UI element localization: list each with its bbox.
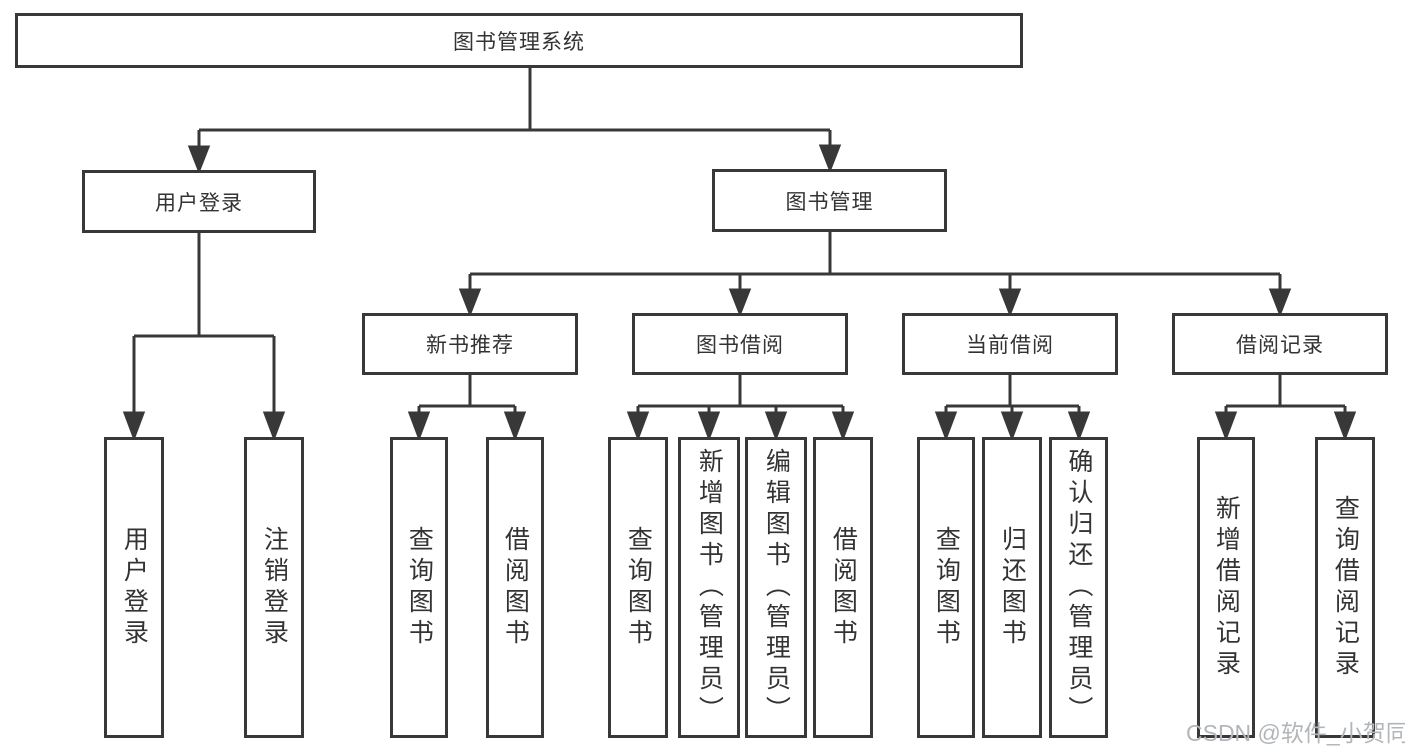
arrow-down-icon bbox=[1214, 411, 1238, 442]
arrow-down-icon bbox=[503, 411, 527, 442]
arrow-down-icon bbox=[1333, 411, 1357, 442]
leaf-br-add-record-label: 新增借阅记录 bbox=[1212, 494, 1241, 681]
arrow-down-icon bbox=[458, 288, 482, 318]
arrow-down-icon bbox=[697, 411, 721, 442]
leaf-bb-edit-book-admin: 编辑图书（管理员） bbox=[745, 437, 807, 738]
leaf-br-add-record: 新增借阅记录 bbox=[1197, 437, 1255, 738]
arrow-down-icon bbox=[626, 411, 650, 442]
leaf-bb-query-books: 查询图书 bbox=[608, 437, 668, 738]
arrow-down-icon bbox=[818, 144, 842, 174]
node-new-book-rec: 新书推荐 bbox=[362, 313, 578, 375]
leaf-bb-query-books-label: 查询图书 bbox=[624, 525, 653, 650]
watermark: CSDN @软件_小贺同学 bbox=[1186, 720, 1405, 746]
arrow-down-icon bbox=[1067, 411, 1091, 442]
connector-root-to-level2 bbox=[187, 68, 842, 175]
arrow-down-icon bbox=[1000, 411, 1024, 442]
node-borrow-records-label: 借阅记录 bbox=[1236, 334, 1324, 357]
arrow-down-icon bbox=[831, 411, 855, 442]
arrow-down-icon bbox=[122, 411, 146, 442]
leaf-user-login: 用户登录 bbox=[104, 437, 164, 738]
leaf-bb-add-book-admin: 新增图书（管理员） bbox=[678, 437, 740, 738]
connector-userlogin-to-leaves bbox=[122, 233, 286, 442]
leaf-cb-return-books: 归还图书 bbox=[982, 437, 1042, 738]
arrow-down-icon bbox=[1268, 288, 1292, 318]
connector-bookborrow-to-leaves bbox=[626, 375, 855, 442]
node-root: 图书管理系统 bbox=[15, 13, 1023, 68]
connector-newbookrec-to-leaves bbox=[407, 375, 527, 442]
node-user-login-label: 用户登录 bbox=[155, 191, 243, 215]
node-book-mgmt: 图书管理 bbox=[712, 169, 947, 232]
leaf-nbr-query-books-label: 查询图书 bbox=[405, 525, 434, 650]
node-book-borrow-label: 图书借阅 bbox=[696, 334, 784, 357]
leaf-bb-edit-book-admin-label: 编辑图书（管理员） bbox=[762, 448, 791, 727]
leaf-cb-confirm-return-admin-label: 确认归还（管理员） bbox=[1064, 448, 1093, 727]
connector-bookmgmt-to-level3 bbox=[458, 232, 1292, 318]
leaf-nbr-query-books: 查询图书 bbox=[390, 437, 448, 738]
connector-borrowrecords-to-leaves bbox=[1214, 375, 1357, 442]
leaf-br-query-record-label: 查询借阅记录 bbox=[1331, 494, 1360, 681]
leaf-cb-return-books-label: 归还图书 bbox=[998, 525, 1027, 650]
node-book-mgmt-label: 图书管理 bbox=[785, 190, 874, 214]
leaf-bb-add-book-admin-label: 新增图书（管理员） bbox=[695, 448, 724, 727]
node-borrow-records: 借阅记录 bbox=[1172, 313, 1388, 375]
arrow-down-icon bbox=[262, 411, 286, 442]
leaf-user-login-label: 用户登录 bbox=[120, 525, 149, 650]
node-new-book-rec-label: 新书推荐 bbox=[426, 334, 514, 357]
node-root-label: 图书管理系统 bbox=[453, 30, 585, 54]
leaf-cb-query-books: 查询图书 bbox=[917, 437, 975, 738]
arrow-down-icon bbox=[934, 411, 958, 442]
leaf-nbr-borrow-books: 借阅图书 bbox=[486, 437, 544, 738]
leaf-br-query-record: 查询借阅记录 bbox=[1315, 437, 1375, 738]
node-book-borrow: 图书借阅 bbox=[632, 313, 848, 375]
leaf-bb-borrow-books-label: 借阅图书 bbox=[829, 525, 858, 650]
leaf-cb-confirm-return-admin: 确认归还（管理员） bbox=[1049, 437, 1108, 738]
arrow-down-icon bbox=[407, 411, 431, 442]
arrow-down-icon bbox=[187, 145, 211, 175]
leaf-nbr-borrow-books-label: 借阅图书 bbox=[501, 525, 530, 650]
leaf-logout: 注销登录 bbox=[244, 437, 304, 738]
leaf-cb-query-books-label: 查询图书 bbox=[932, 525, 961, 650]
node-current-borrow: 当前借阅 bbox=[902, 313, 1118, 375]
leaf-logout-label: 注销登录 bbox=[260, 525, 289, 650]
arrow-down-icon bbox=[764, 411, 788, 442]
node-user-login: 用户登录 bbox=[82, 170, 316, 233]
leaf-bb-borrow-books: 借阅图书 bbox=[813, 437, 873, 738]
node-current-borrow-label: 当前借阅 bbox=[966, 334, 1054, 357]
arrow-down-icon bbox=[998, 288, 1022, 318]
arrow-down-icon bbox=[728, 288, 752, 318]
connector-currentborrow-to-leaves bbox=[934, 375, 1091, 442]
